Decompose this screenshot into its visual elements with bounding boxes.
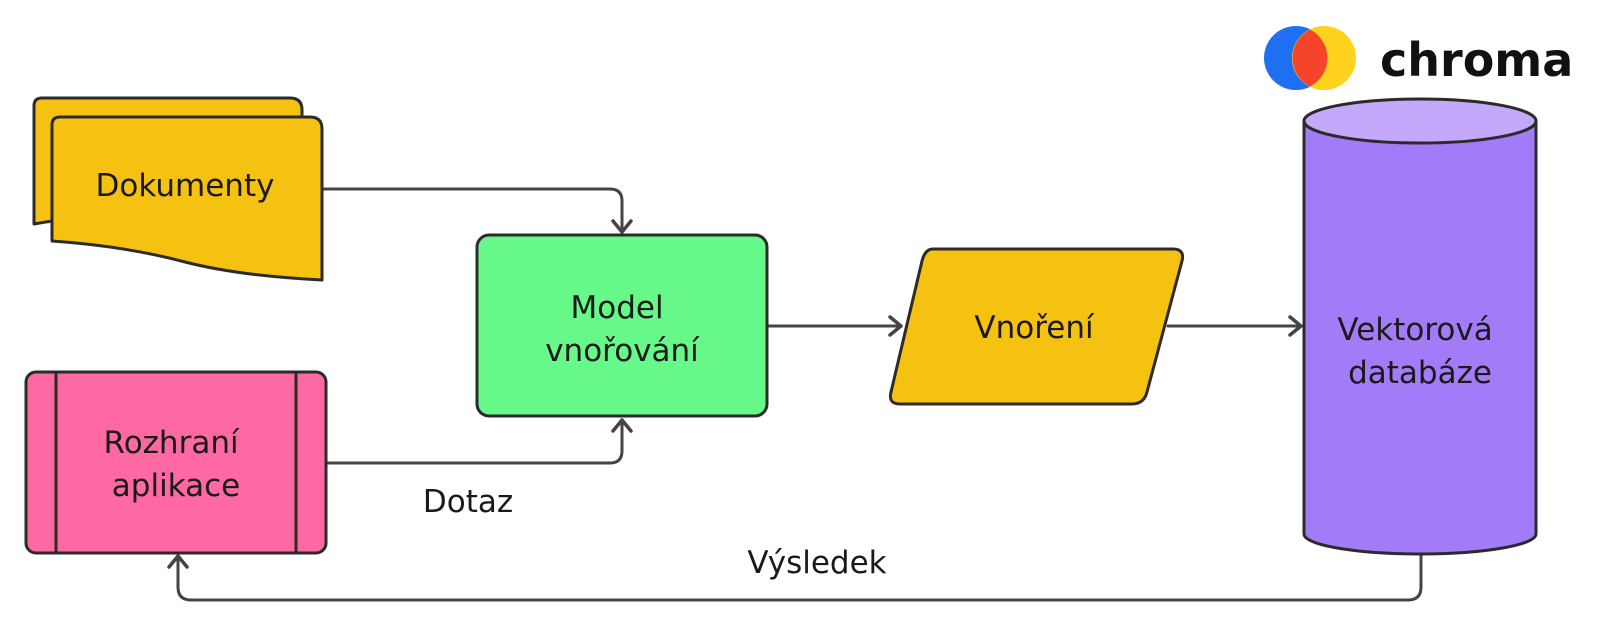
vector-db-body <box>1302 119 1538 556</box>
arrowhead-embeddings-to-db <box>1288 315 1303 337</box>
node-embeddings: Vnoření <box>888 247 1185 406</box>
app-interface-label: Rozhraní aplikace <box>104 425 249 504</box>
node-embedding-model: Model vnořování <box>475 233 769 418</box>
result-edge-label: Výsledek <box>747 545 886 581</box>
embedding-model-label-line-2: vnořování <box>545 333 700 369</box>
documents-label: Dokumenty <box>96 168 275 204</box>
arrowhead-query-to-model <box>611 418 633 433</box>
logo-overlap-red <box>1292 29 1328 87</box>
edge-query-to-model <box>326 418 624 465</box>
embeddings-parallelogram <box>888 247 1185 406</box>
query-edge-label: Dotaz <box>423 484 513 520</box>
edges <box>167 187 1423 602</box>
vector-db-label-line-1: Vektorová <box>1337 312 1492 348</box>
embedding-model-label: Model vnořování <box>545 290 700 369</box>
embeddings-label: Vnoření <box>974 310 1095 346</box>
vector-db-label: Vektorová databáze <box>1337 312 1502 391</box>
document-front-sheet <box>50 115 324 282</box>
app-interface-label-line-1: Rozhraní <box>104 425 240 461</box>
chroma-logo: chroma <box>1264 26 1573 90</box>
arrowhead-result-to-interface <box>167 554 189 569</box>
vector-db-label-line-2: databáze <box>1348 355 1492 391</box>
node-app-interface: Rozhraní aplikace <box>24 370 328 555</box>
app-interface-box <box>24 370 328 555</box>
vector-db-top <box>1302 97 1538 145</box>
arrowhead-model-to-embeddings <box>888 315 903 337</box>
node-vector-db: Vektorová databáze <box>1302 97 1538 556</box>
app-interface-label-line-2: aplikace <box>112 468 240 504</box>
edge-documents-to-model <box>320 187 624 234</box>
node-documents: Dokumenty <box>32 96 324 282</box>
embedding-model-label-line-1: Model <box>571 290 664 326</box>
edge-result-to-interface <box>176 551 1423 602</box>
embedding-model-box <box>475 233 769 418</box>
chroma-wordmark: chroma <box>1380 33 1573 87</box>
arrowhead-documents-to-model <box>611 219 633 234</box>
